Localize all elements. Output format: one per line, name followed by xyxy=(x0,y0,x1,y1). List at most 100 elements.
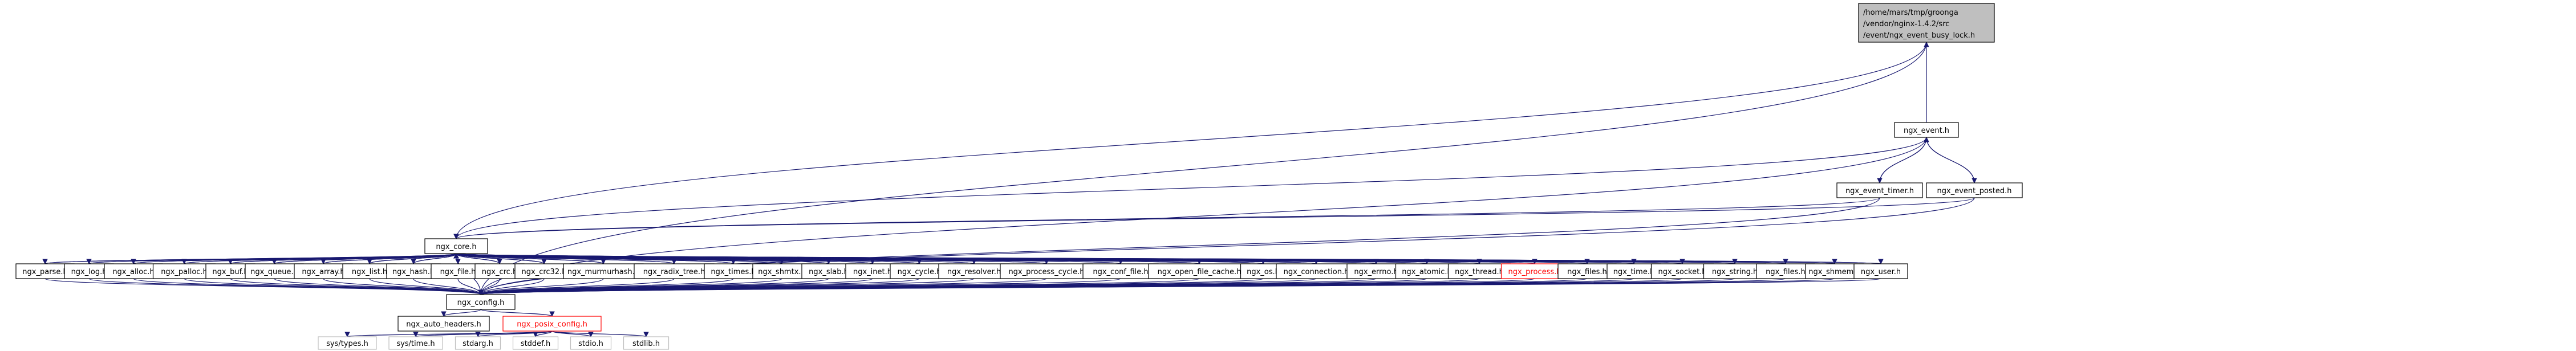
node-box xyxy=(502,316,602,332)
node-socket[interactable]: ngx_socket.h xyxy=(1650,263,1714,279)
node-label: stdarg.h xyxy=(463,340,493,348)
node-atomic[interactable]: ngx_atomic.h xyxy=(1395,263,1459,279)
edge-root-to-core xyxy=(453,42,1927,239)
node-root[interactable]: /home/mars/tmp/groonga/vendor/nginx-1.4.… xyxy=(1858,3,1995,43)
edge-config-to-auto_headers xyxy=(441,309,481,317)
node-box xyxy=(1276,263,1357,279)
node-thread[interactable]: ngx_thread.h xyxy=(1447,263,1511,279)
node-box xyxy=(512,336,559,350)
node-conf-file[interactable]: ngx_conf_file.h xyxy=(1082,263,1159,279)
node-label: ngx_errno.h xyxy=(1354,268,1398,276)
node-label: ngx_os.h xyxy=(1247,268,1280,276)
node-label: stdio.h xyxy=(578,340,603,348)
node-label: ngx_posix_config.h xyxy=(517,320,587,329)
edge-user-to-core xyxy=(455,253,1881,264)
node-event-timer[interactable]: ngx_event_timer.h xyxy=(1836,182,1923,198)
node-label: ngx_event_posted.h xyxy=(1937,187,2012,195)
node-label: ngx_crc.h xyxy=(482,268,517,276)
node-label: ngx_shmtx.h xyxy=(758,268,806,276)
node-label: ngx_event.h xyxy=(1904,126,1949,135)
node-palloc[interactable]: ngx_palloc.h xyxy=(152,263,216,279)
node-stddef[interactable]: stddef.h xyxy=(512,336,559,350)
node-box xyxy=(245,263,304,279)
node-box xyxy=(424,238,488,254)
node-event-posted[interactable]: ngx_event_posted.h xyxy=(1926,182,2023,198)
node-label: ngx_atomic.h xyxy=(1402,268,1452,276)
node-box xyxy=(1395,263,1459,279)
node-open-file-cache[interactable]: ngx_open_file_cache.h xyxy=(1148,263,1251,279)
node-string[interactable]: ngx_string.h xyxy=(1703,263,1767,279)
node-label: ngx_cycle.h xyxy=(898,268,942,276)
node-label: ngx_shmem.h xyxy=(1808,268,1860,276)
node-queue[interactable]: ngx_queue.h xyxy=(245,263,304,279)
node-core[interactable]: ngx_core.h xyxy=(424,238,488,254)
node-label: ngx_open_file_cache.h xyxy=(1158,268,1242,276)
node-box xyxy=(1894,122,1959,138)
edge-root-to-config xyxy=(478,42,1927,295)
node-box xyxy=(1447,263,1511,279)
node-label: ngx_string.h xyxy=(1712,268,1758,276)
root-label-line: /home/mars/tmp/groonga xyxy=(1863,9,1958,17)
edge-event_timer-to-core xyxy=(453,197,1880,239)
node-murmurhash[interactable]: ngx_murmurhash.h xyxy=(563,263,644,279)
node-label: stdlib.h xyxy=(632,340,660,348)
edge-posix_config-to-stdarg xyxy=(475,330,553,337)
node-box xyxy=(752,263,812,279)
node-event[interactable]: ngx_event.h xyxy=(1894,122,1959,138)
edge-posix_config-to-stdlib xyxy=(551,330,649,337)
node-process-cycle[interactable]: ngx_process_cycle.h xyxy=(1000,263,1093,279)
node-stdlib[interactable]: stdlib.h xyxy=(623,336,670,350)
node-label: ngx_times.h xyxy=(711,268,756,276)
node-label: sys/types.h xyxy=(326,340,368,348)
node-label: ngx_conf_file.h xyxy=(1093,268,1148,276)
node-label: ngx_radix_tree.h xyxy=(643,268,705,276)
node-label: ngx_slab.h xyxy=(809,268,849,276)
node-label: ngx_config.h xyxy=(457,299,505,307)
node-sys-types[interactable]: sys/types.h xyxy=(318,336,377,350)
node-connection[interactable]: ngx_connection.h xyxy=(1276,263,1357,279)
node-shmtx[interactable]: ngx_shmtx.h xyxy=(752,263,812,279)
node-resolver[interactable]: ngx_resolver.h xyxy=(938,263,1010,279)
node-label: ngx_file.h xyxy=(440,268,476,276)
edge-user-to-config xyxy=(478,278,1881,295)
node-label: ngx_hash.h xyxy=(392,268,435,276)
node-box xyxy=(1926,182,2023,198)
node-process[interactable]: ngx_process.h xyxy=(1500,263,1569,279)
node-box xyxy=(318,336,377,350)
node-user[interactable]: ngx_user.h xyxy=(1853,263,1908,279)
node-label: ngx_files.h xyxy=(1567,268,1607,276)
edge-event_posted-to-event xyxy=(1924,137,1975,183)
node-box xyxy=(1853,263,1908,279)
edge-config-to-posix_config xyxy=(480,309,555,317)
node-label: stddef.h xyxy=(521,340,550,348)
node-label: ngx_queue.h xyxy=(250,268,298,276)
node-box xyxy=(1650,263,1714,279)
node-label: ngx_event_timer.h xyxy=(1845,187,1914,195)
node-radix-tree[interactable]: ngx_radix_tree.h xyxy=(634,263,715,279)
node-label: ngx_buf.h xyxy=(212,268,248,276)
node-auto-headers[interactable]: ngx_auto_headers.h xyxy=(397,316,490,332)
node-sys-time[interactable]: sys/time.h xyxy=(388,336,443,350)
node-label: ngx_connection.h xyxy=(1284,268,1349,276)
node-box xyxy=(634,263,715,279)
node-box xyxy=(1703,263,1767,279)
node-label: ngx_parse.h xyxy=(22,268,67,276)
node-posix-config[interactable]: ngx_posix_config.h xyxy=(502,316,602,332)
node-label: ngx_process.h xyxy=(1508,268,1561,276)
node-stdarg[interactable]: stdarg.h xyxy=(455,336,501,350)
node-label: ngx_log.h xyxy=(71,268,107,276)
node-label: ngx_alloc.h xyxy=(112,268,154,276)
edge-radix_tree-to-config xyxy=(478,278,675,295)
node-label: ngx_core.h xyxy=(436,243,476,251)
node-config[interactable]: ngx_config.h xyxy=(446,294,516,310)
nodes-layer: /home/mars/tmp/groonga/vendor/nginx-1.4.… xyxy=(15,3,2023,350)
node-stdio[interactable]: stdio.h xyxy=(570,336,612,350)
node-box xyxy=(1000,263,1093,279)
node-files[interactable]: ngx_files.h xyxy=(1756,263,1815,279)
node-box xyxy=(397,316,490,332)
node-box xyxy=(455,336,501,350)
node-box xyxy=(563,263,644,279)
node-label: ngx_auto_headers.h xyxy=(406,320,481,329)
node-box xyxy=(1858,3,1995,43)
